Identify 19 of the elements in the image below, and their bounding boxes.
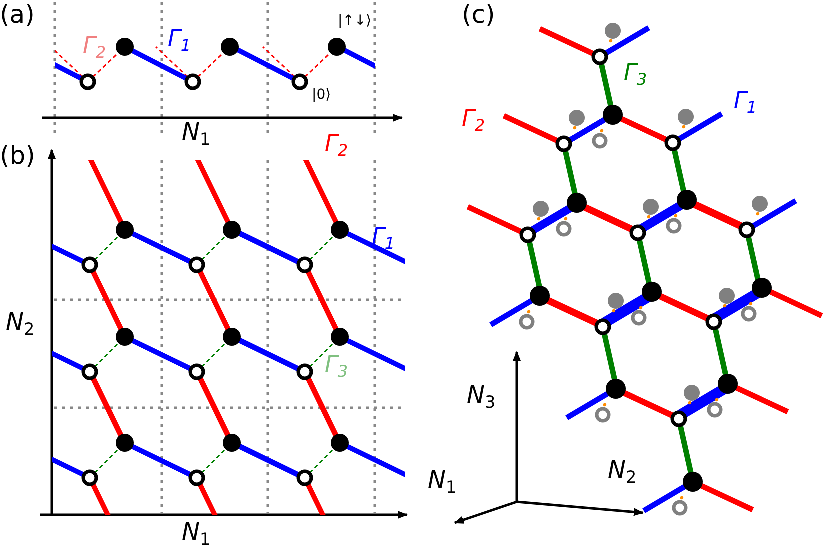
axis-label: N$_{2}$ (608, 458, 637, 486)
axis-label: N$_{1}$ (428, 468, 457, 496)
bond-label: Γ$_{2}$ (325, 133, 348, 159)
state-label: |↑↓⟩ (338, 14, 372, 28)
axis-label: N$_{1}$ (182, 120, 211, 148)
bond-label: Γ$_{2}$ (83, 35, 106, 61)
bond-label: Γ$_{1}$ (372, 226, 396, 252)
axis-label: N$_{1}$ (182, 520, 211, 548)
panel-label: (a) (0, 2, 35, 27)
bond-label: Γ$_{1}$ (734, 90, 758, 116)
panel-label: (c) (462, 2, 496, 27)
axis-label: N$_{3}$ (467, 383, 496, 411)
state-label: |0⟩ (312, 88, 332, 102)
panel-label: (b) (0, 143, 36, 168)
bond-label: Γ$_{2}$ (462, 108, 486, 134)
bond-label: Γ$_{3}$ (624, 62, 648, 88)
bond-label: Γ$_{1}$ (168, 28, 192, 54)
axis-label: N$_{2}$ (6, 310, 35, 338)
bond-label: Γ$_{3}$ (325, 354, 348, 380)
